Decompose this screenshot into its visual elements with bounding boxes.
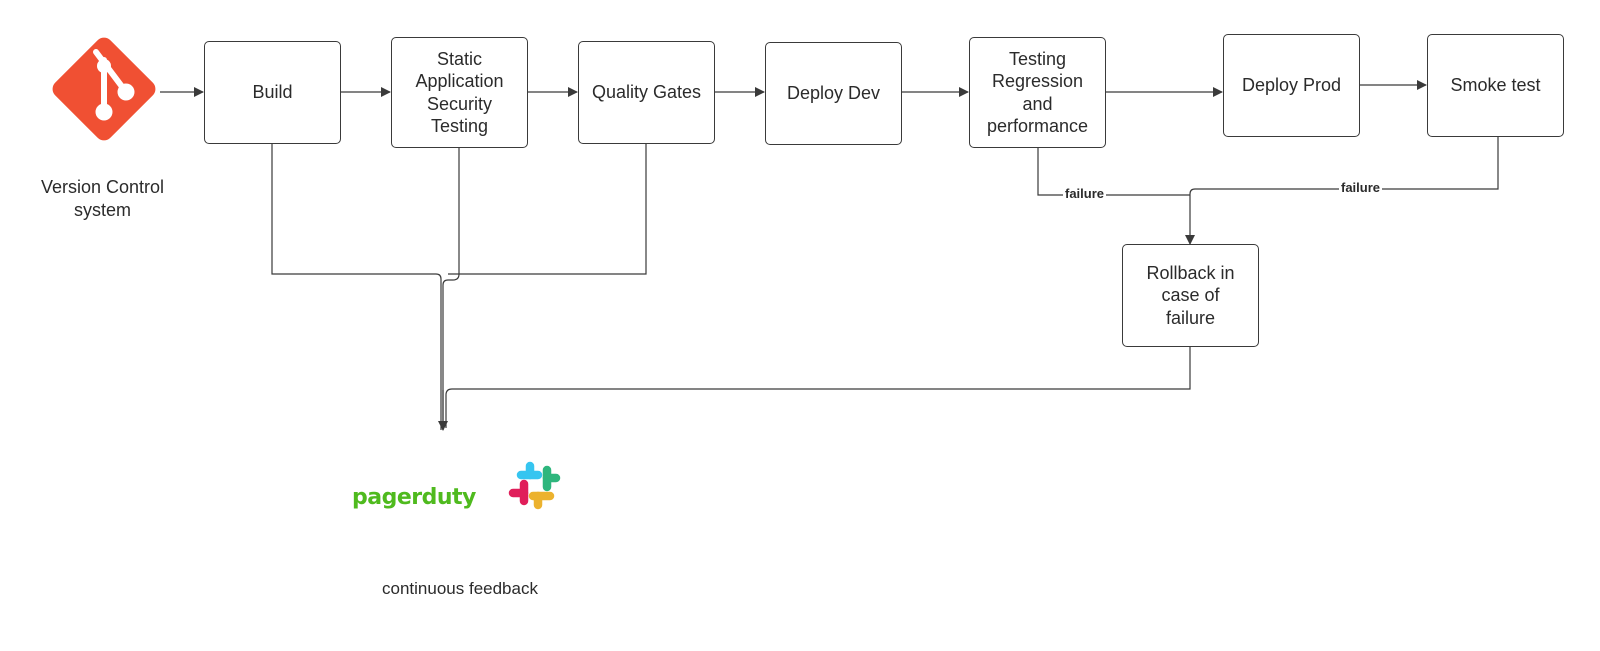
node-rollback: Rollback in case of failure	[1122, 244, 1259, 347]
node-vcs-label: Version Control system	[40, 177, 165, 220]
edge-build-feedback	[271, 143, 442, 430]
slack-icon	[508, 461, 561, 510]
edge-smoke-rollback	[1185, 137, 1499, 245]
edge-sast-feedback	[442, 148, 460, 430]
edge-label-testing-failure: failure	[1063, 186, 1107, 201]
feedback-caption: continuous feedback	[382, 579, 538, 598]
node-quality-gates: Quality Gates	[578, 41, 715, 144]
edge-label-smoke-failure: failure	[1339, 180, 1383, 195]
node-deploy-dev: Deploy Dev	[765, 42, 902, 145]
edge-rollback-feedback	[445, 346, 1191, 428]
git-logo-icon	[52, 37, 156, 141]
node-deploy-prod: Deploy Prod	[1223, 34, 1360, 137]
edge-quality-feedback	[448, 143, 647, 275]
pagerduty-logo: pagerduty	[352, 485, 476, 510]
node-build: Build	[204, 41, 341, 144]
node-sast: Static Application Security Testing	[391, 37, 528, 148]
node-testing: Testing Regression and performance	[969, 37, 1106, 148]
node-smoke-test: Smoke test	[1427, 34, 1564, 137]
edge-testing-rollback	[1037, 148, 1190, 196]
